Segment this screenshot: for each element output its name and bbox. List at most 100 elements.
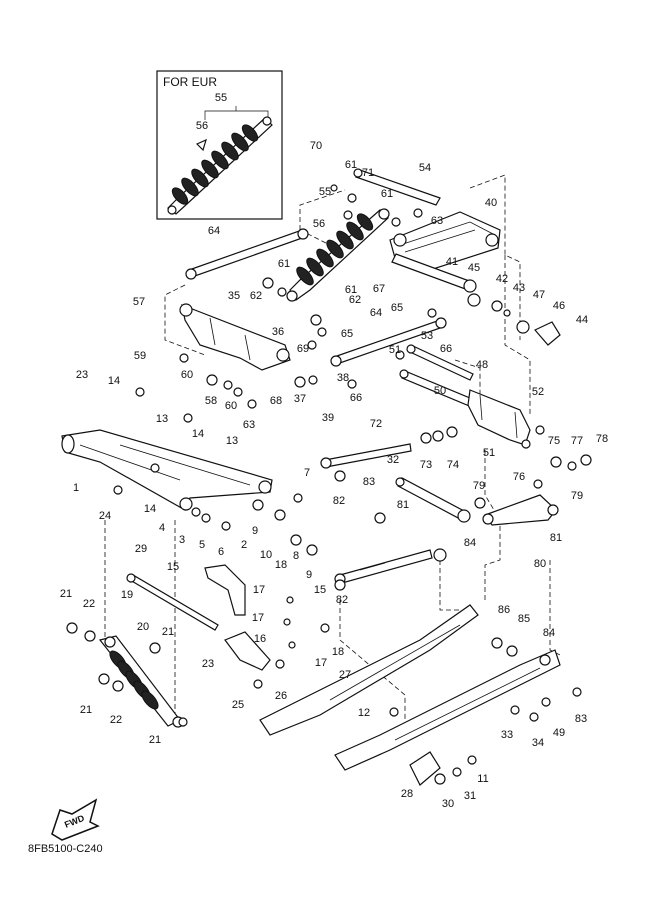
fwd-arrow-icon: FWD [51, 798, 100, 841]
part-number-82: 82 [336, 594, 348, 606]
part-number-63: 63 [431, 215, 443, 227]
part-number-9: 9 [306, 569, 312, 581]
part-bracket-28 [409, 751, 441, 786]
part-number-16: 16 [254, 633, 266, 645]
part-number-38: 38 [337, 372, 349, 384]
part-number-14: 14 [108, 375, 120, 387]
part-number-54: 54 [419, 162, 431, 174]
part-number-14: 14 [192, 428, 204, 440]
part-number-83: 83 [363, 476, 375, 488]
part-bar-64-upper [185, 228, 309, 280]
part-number-80: 80 [534, 558, 546, 570]
part-shock-55 [286, 208, 390, 302]
part-number-63: 63 [243, 419, 255, 431]
part-number-85: 85 [518, 613, 530, 625]
part-number-26: 26 [275, 690, 287, 702]
part-number-34: 34 [532, 737, 544, 749]
part-frame-1 [61, 429, 273, 511]
part-bracket-48 [467, 389, 531, 446]
part-number-39: 39 [322, 412, 334, 424]
part-number-11: 11 [477, 773, 488, 785]
part-number-78: 78 [596, 433, 608, 445]
part-bracket-35 [179, 303, 291, 371]
part-number-19: 19 [121, 589, 133, 601]
part-number-68: 68 [270, 395, 282, 407]
part-number-61: 61 [278, 258, 290, 270]
part-number-48: 48 [476, 359, 488, 371]
part-number-47: 47 [533, 289, 545, 301]
part-number-73: 73 [420, 459, 432, 471]
part-number-66: 66 [350, 392, 362, 404]
part-number-32: 32 [387, 454, 399, 466]
part-number-60: 60 [225, 400, 237, 412]
part-number-8: 8 [293, 550, 299, 562]
part-number-81: 81 [397, 499, 409, 511]
part-number-6: 6 [218, 546, 224, 558]
part-number-65: 65 [391, 302, 403, 314]
part-number-86: 86 [498, 604, 510, 616]
small-parts [66, 184, 592, 785]
part-number-15: 15 [167, 561, 179, 573]
part-number-77: 77 [571, 435, 583, 447]
inset-shock-spring [167, 116, 273, 215]
part-number-21: 21 [80, 704, 92, 716]
part-shaft-41 [391, 253, 477, 293]
part-number-62: 62 [250, 290, 262, 302]
part-number-61: 61 [381, 188, 393, 200]
part-number-13: 13 [226, 435, 238, 447]
part-number-29: 29 [135, 543, 147, 555]
part-number-66: 66 [440, 343, 452, 355]
part-arm-76 [482, 494, 557, 526]
part-number-5: 5 [199, 539, 205, 551]
part-number-30: 30 [442, 798, 454, 810]
part-number-21: 21 [60, 588, 72, 600]
part-number-18: 18 [275, 559, 287, 571]
part-number-23: 23 [202, 658, 214, 670]
part-number-17: 17 [253, 584, 265, 596]
part-bar-54 [353, 168, 441, 206]
inset-title: FOR EUR [163, 75, 217, 89]
part-number-56: 56 [196, 120, 208, 132]
part-number-55: 55 [215, 92, 227, 104]
part-bracket-46 [516, 320, 561, 346]
part-number-79: 79 [571, 490, 583, 502]
part-number-69: 69 [297, 343, 309, 355]
part-number-27: 27 [339, 669, 351, 681]
part-number-4: 4 [159, 522, 165, 534]
part-number-84: 84 [464, 537, 476, 549]
part-number-3: 3 [179, 534, 185, 546]
part-number-79: 79 [473, 480, 485, 492]
part-number-24: 24 [99, 510, 111, 522]
part-number-22: 22 [110, 714, 122, 726]
part-bar-64-lower [330, 317, 447, 367]
part-number-51: 51 [483, 447, 495, 459]
part-number-67: 67 [373, 283, 385, 295]
part-number-51: 51 [389, 344, 401, 356]
part-number-70: 70 [310, 140, 322, 152]
part-number-42: 42 [496, 273, 508, 285]
part-number-33: 33 [501, 729, 513, 741]
part-number-22: 22 [83, 598, 95, 610]
part-number-17: 17 [315, 657, 327, 669]
part-number-59: 59 [134, 350, 146, 362]
part-number-15: 15 [314, 584, 326, 596]
part-number-53: 53 [421, 330, 433, 342]
part-number-45: 45 [468, 262, 480, 274]
part-number-83: 83 [575, 713, 587, 725]
part-number-44: 44 [576, 314, 588, 326]
part-number-72: 72 [370, 418, 382, 430]
part-number-14: 14 [144, 503, 156, 515]
part-number-31: 31 [464, 790, 476, 802]
part-number-52: 52 [532, 386, 544, 398]
assembly-outlines [104, 174, 561, 720]
part-number-50: 50 [434, 385, 446, 397]
part-number-37: 37 [294, 393, 306, 405]
part-number-40: 40 [485, 197, 497, 209]
part-number-81: 81 [550, 532, 562, 544]
part-number-1: 1 [73, 482, 79, 494]
part-number-35: 35 [228, 290, 240, 302]
inset-box: FOR EUR [156, 70, 283, 220]
part-bracket-15 [204, 564, 246, 616]
